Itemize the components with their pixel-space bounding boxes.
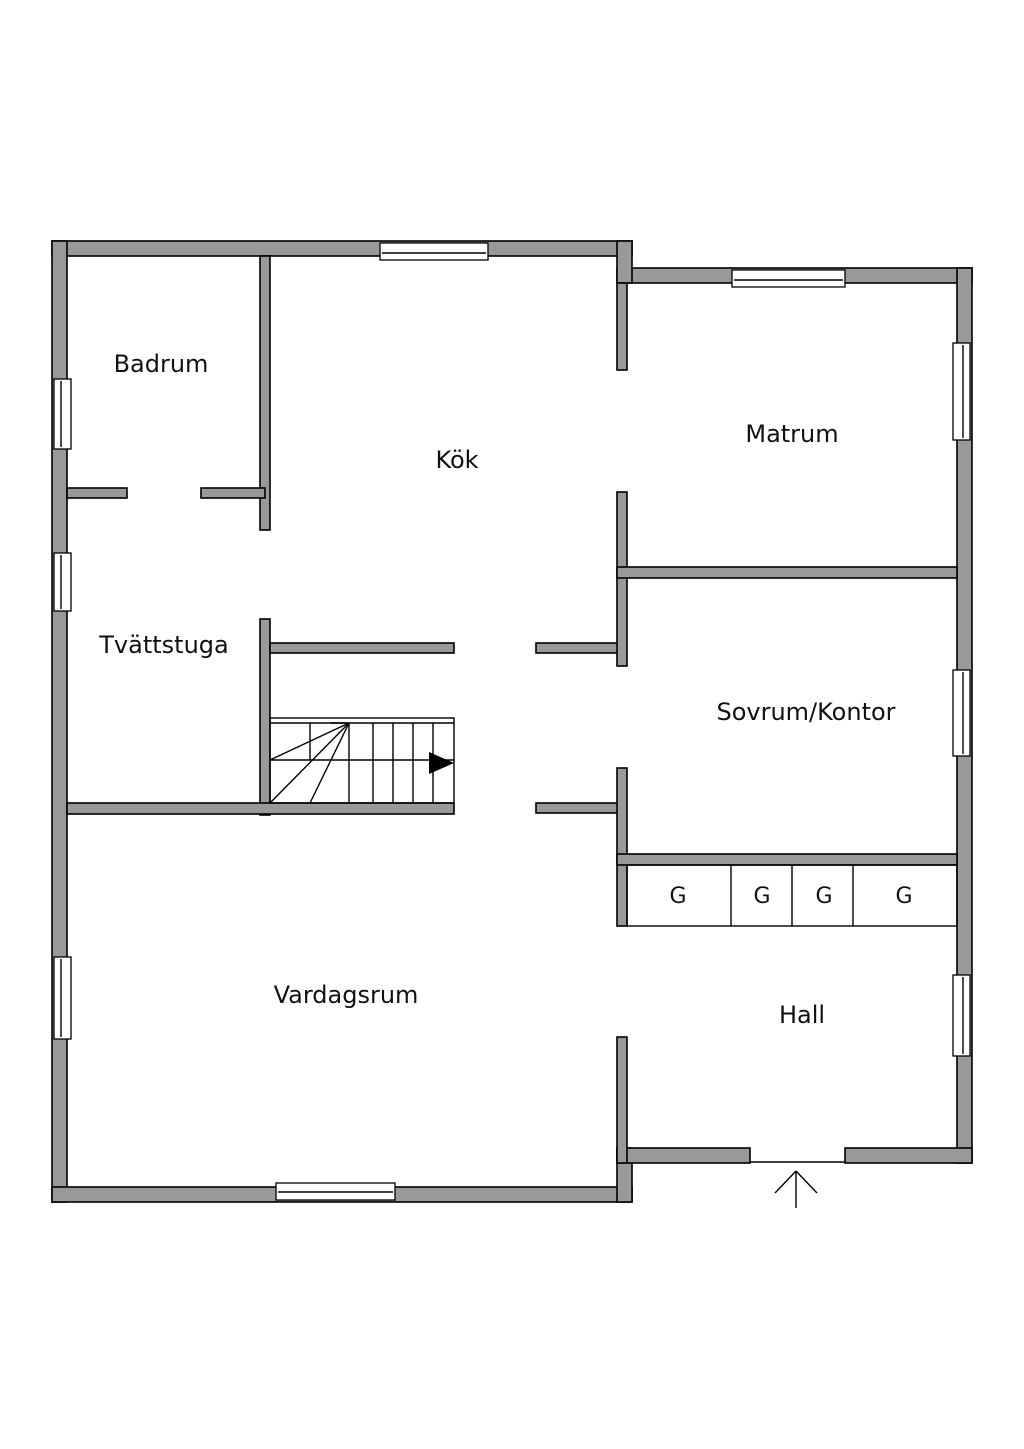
interior-walls (66, 255, 958, 1164)
stair-direction-arrow-icon (429, 752, 454, 774)
wardrobe-label: G (669, 884, 686, 909)
entrance (750, 1161, 845, 1208)
wall-tvatt-stair (259, 618, 271, 816)
room-label-sovrum-kontor: Sovrum/Kontor (716, 698, 895, 726)
windows (53, 242, 971, 1201)
window-sovrum-east (952, 669, 971, 757)
wall-north-left (51, 240, 633, 257)
window-tvattstuga-west (53, 552, 72, 612)
window-vardagsrum-west (53, 956, 72, 1040)
wall-sovrum-hall (616, 853, 958, 866)
window-matrum-east (952, 342, 971, 441)
wall-kok-matrum-lower (616, 491, 628, 667)
room-label-vardagsrum: Vardagsrum (274, 981, 419, 1009)
wardrobe-label: G (815, 884, 832, 909)
room-label-hall: Hall (779, 1001, 825, 1029)
window-badrum-west (53, 378, 72, 450)
window-matrum-north (731, 269, 846, 288)
wardrobe-label: G (753, 884, 770, 909)
window-vardagsrum-south (275, 1182, 396, 1201)
wall-kok-corridor-right (535, 642, 622, 654)
wall-vardagsrum-north (66, 802, 455, 815)
wall-matrum-sovrum (616, 566, 958, 579)
wall-badrum-tvatt-left (66, 487, 128, 499)
wall-sovrum-west (616, 767, 628, 927)
wall-corridor-lower-right (535, 802, 622, 814)
wardrobe-label: G (895, 884, 912, 909)
room-label-kok: Kök (435, 446, 478, 474)
staircase (269, 717, 455, 804)
wall-kok-matrum-upper (616, 282, 628, 371)
wall-south-hall-left (616, 1147, 751, 1164)
wardrobes: G G G G (626, 864, 958, 927)
room-label-tvattstuga: Tvättstuga (98, 631, 228, 659)
room-label-badrum: Badrum (114, 350, 209, 378)
room-labels: Badrum Kök Matrum Tvättstuga Sovrum/Kont… (98, 350, 895, 1029)
room-label-matrum: Matrum (745, 420, 838, 448)
window-kok-north (379, 242, 489, 261)
wall-jog-top (616, 240, 633, 284)
wall-stair-top (269, 642, 455, 654)
wall-south-hall-right (844, 1147, 973, 1164)
entrance-arrow-icon (774, 1170, 818, 1208)
window-hall-east (952, 974, 971, 1057)
wall-badrum-kok (259, 255, 271, 531)
wall-vardagsrum-hall (616, 1036, 628, 1164)
wall-badrum-tvatt-right (200, 487, 266, 499)
